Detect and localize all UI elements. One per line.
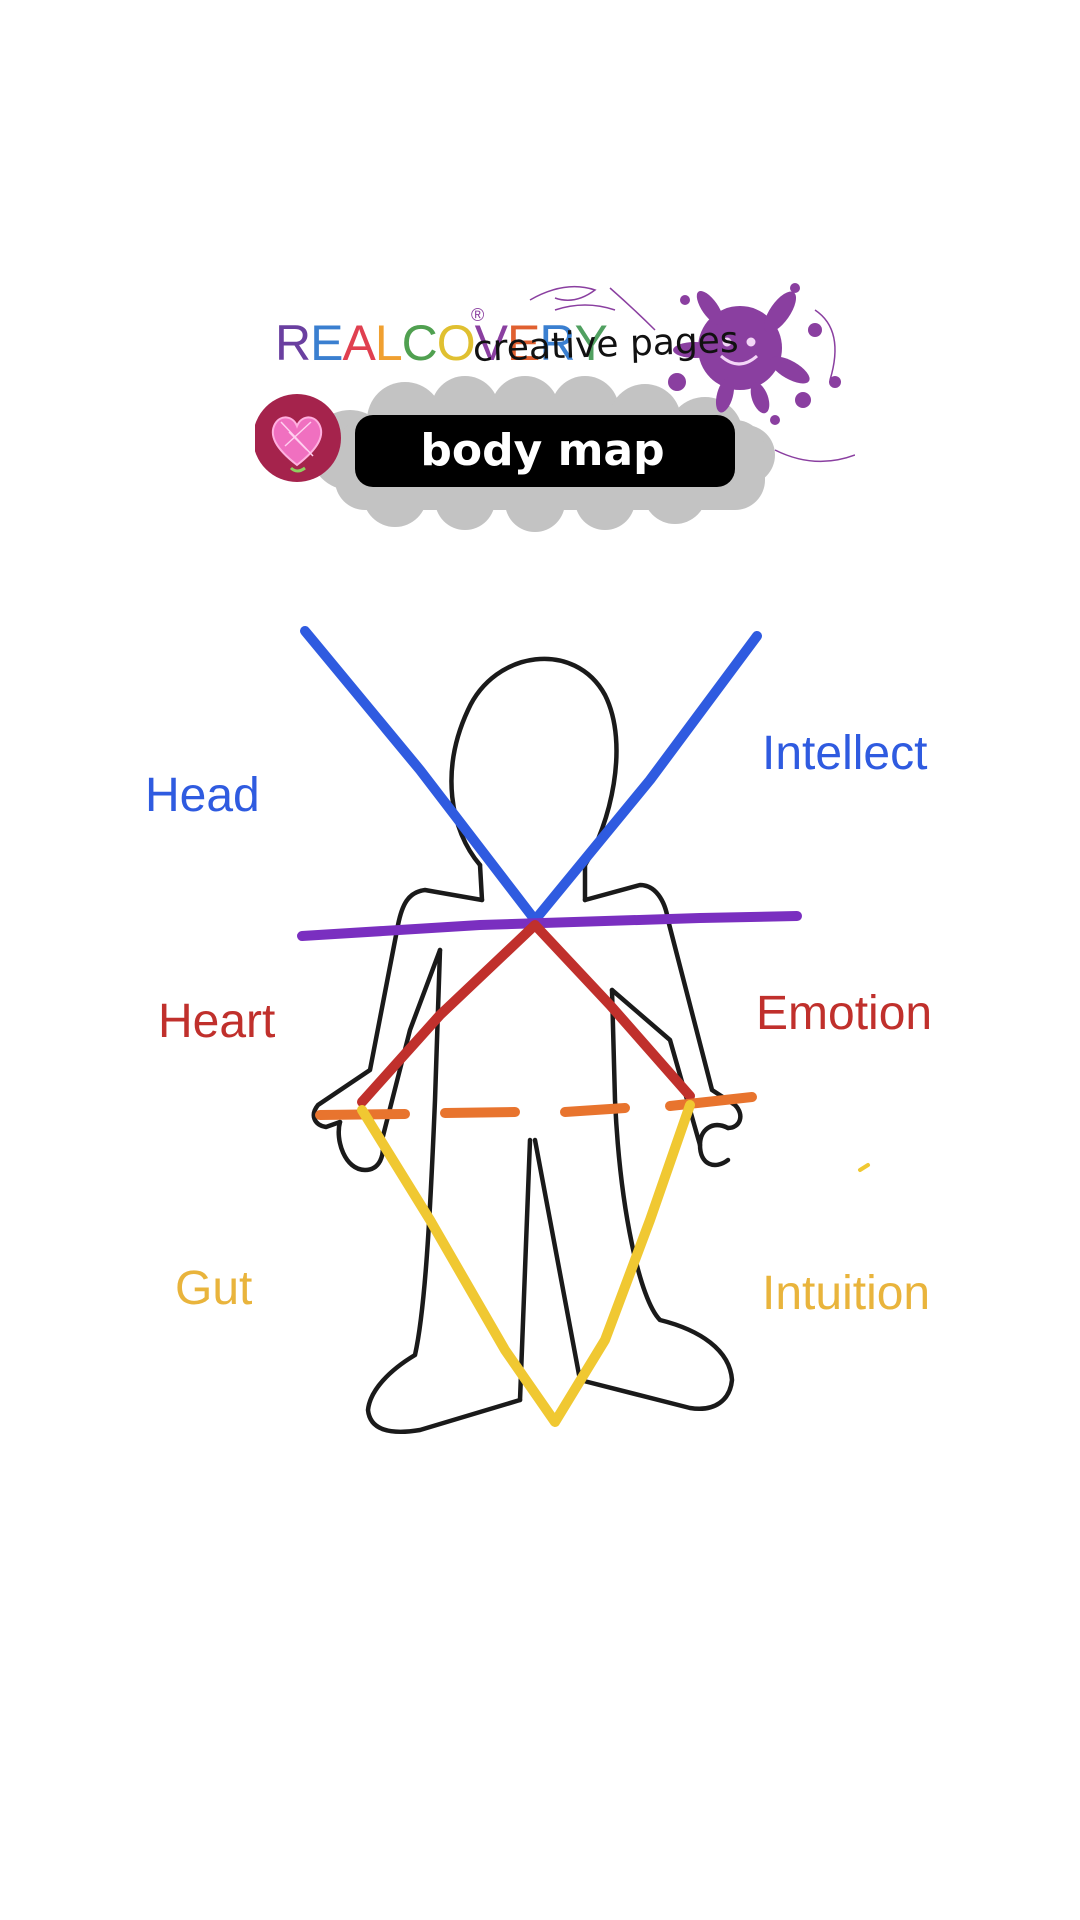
scribbles [529,285,855,463]
tagline-text: creative pages [472,319,740,370]
label-gut: Gut [175,1262,253,1315]
label-head: Head [145,769,260,822]
blue-line [300,626,762,925]
badge-background [355,415,735,487]
brand-logo: REALCOVERY [275,315,608,371]
heart-circle-icon [255,394,341,482]
orange-dash-4 [665,1092,757,1111]
red-line [357,920,695,1107]
header-art [255,283,855,532]
splat-icon [668,283,841,425]
body-diagram: Head Heart Gut Intellect Emotion Intuiti… [0,600,1080,1460]
body-figure-art [297,626,870,1435]
yellow-tick [858,1163,870,1172]
header-logo: REALCOVERY ® creative pages body map [255,270,855,540]
label-heart: Heart [158,995,276,1048]
label-emotion: Emotion [756,987,933,1040]
diagram-lines [297,626,870,1427]
splat-face [720,337,758,366]
label-intellect: Intellect [762,727,928,780]
label-intuition: Intuition [762,1267,931,1320]
badge-title: body map [420,425,665,476]
registered-mark: ® [471,305,485,325]
orange-dash-2 [440,1107,520,1118]
orange-dash-3 [560,1103,630,1117]
head-outline [449,656,619,868]
yellow-line [357,1100,695,1427]
body-outline [311,656,743,1435]
purple-line [297,911,802,941]
